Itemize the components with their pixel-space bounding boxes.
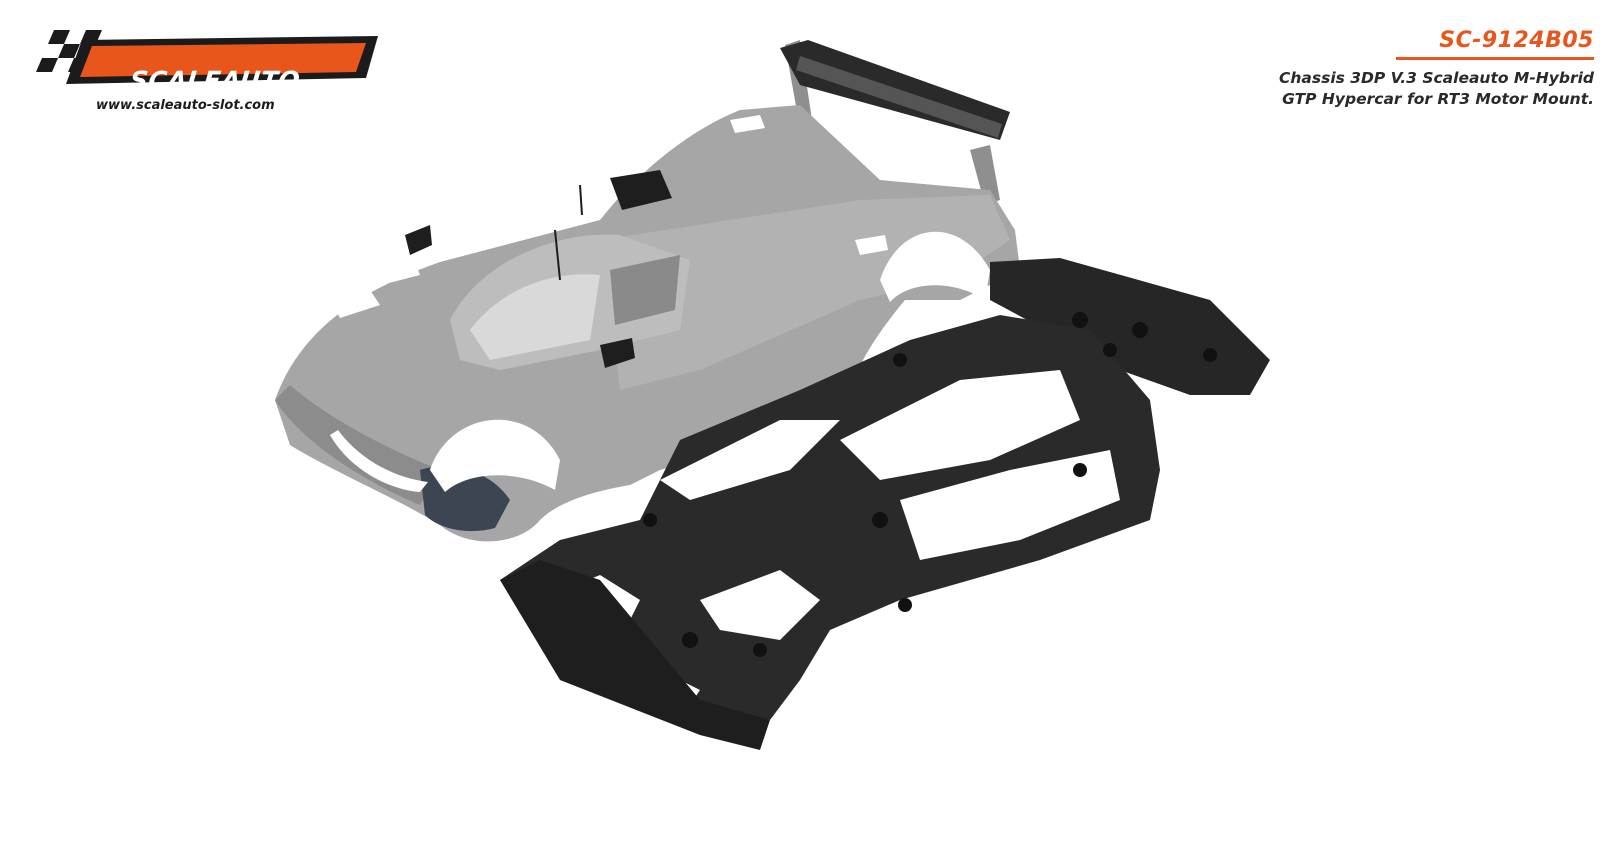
sku-underline (1396, 57, 1594, 60)
product-description-line-1: Chassis 3DP V.3 Scaleauto M-Hybrid (1279, 69, 1594, 87)
chassis-3dp (500, 258, 1270, 750)
product-description-line-2: GTP Hypercar for RT3 Motor Mount. (1282, 90, 1594, 108)
car-body-shell (275, 40, 1020, 542)
product-info: SC-9124B05 Chassis 3DP V.3 Scaleauto M-H… (1279, 28, 1594, 110)
scaleauto-logo: SCALEAUTO (26, 22, 386, 122)
logo-badge (36, 30, 378, 84)
product-sku: SC-9124B05 (1439, 28, 1594, 53)
website-url[interactable]: www.scaleauto-slot.com (96, 98, 275, 113)
